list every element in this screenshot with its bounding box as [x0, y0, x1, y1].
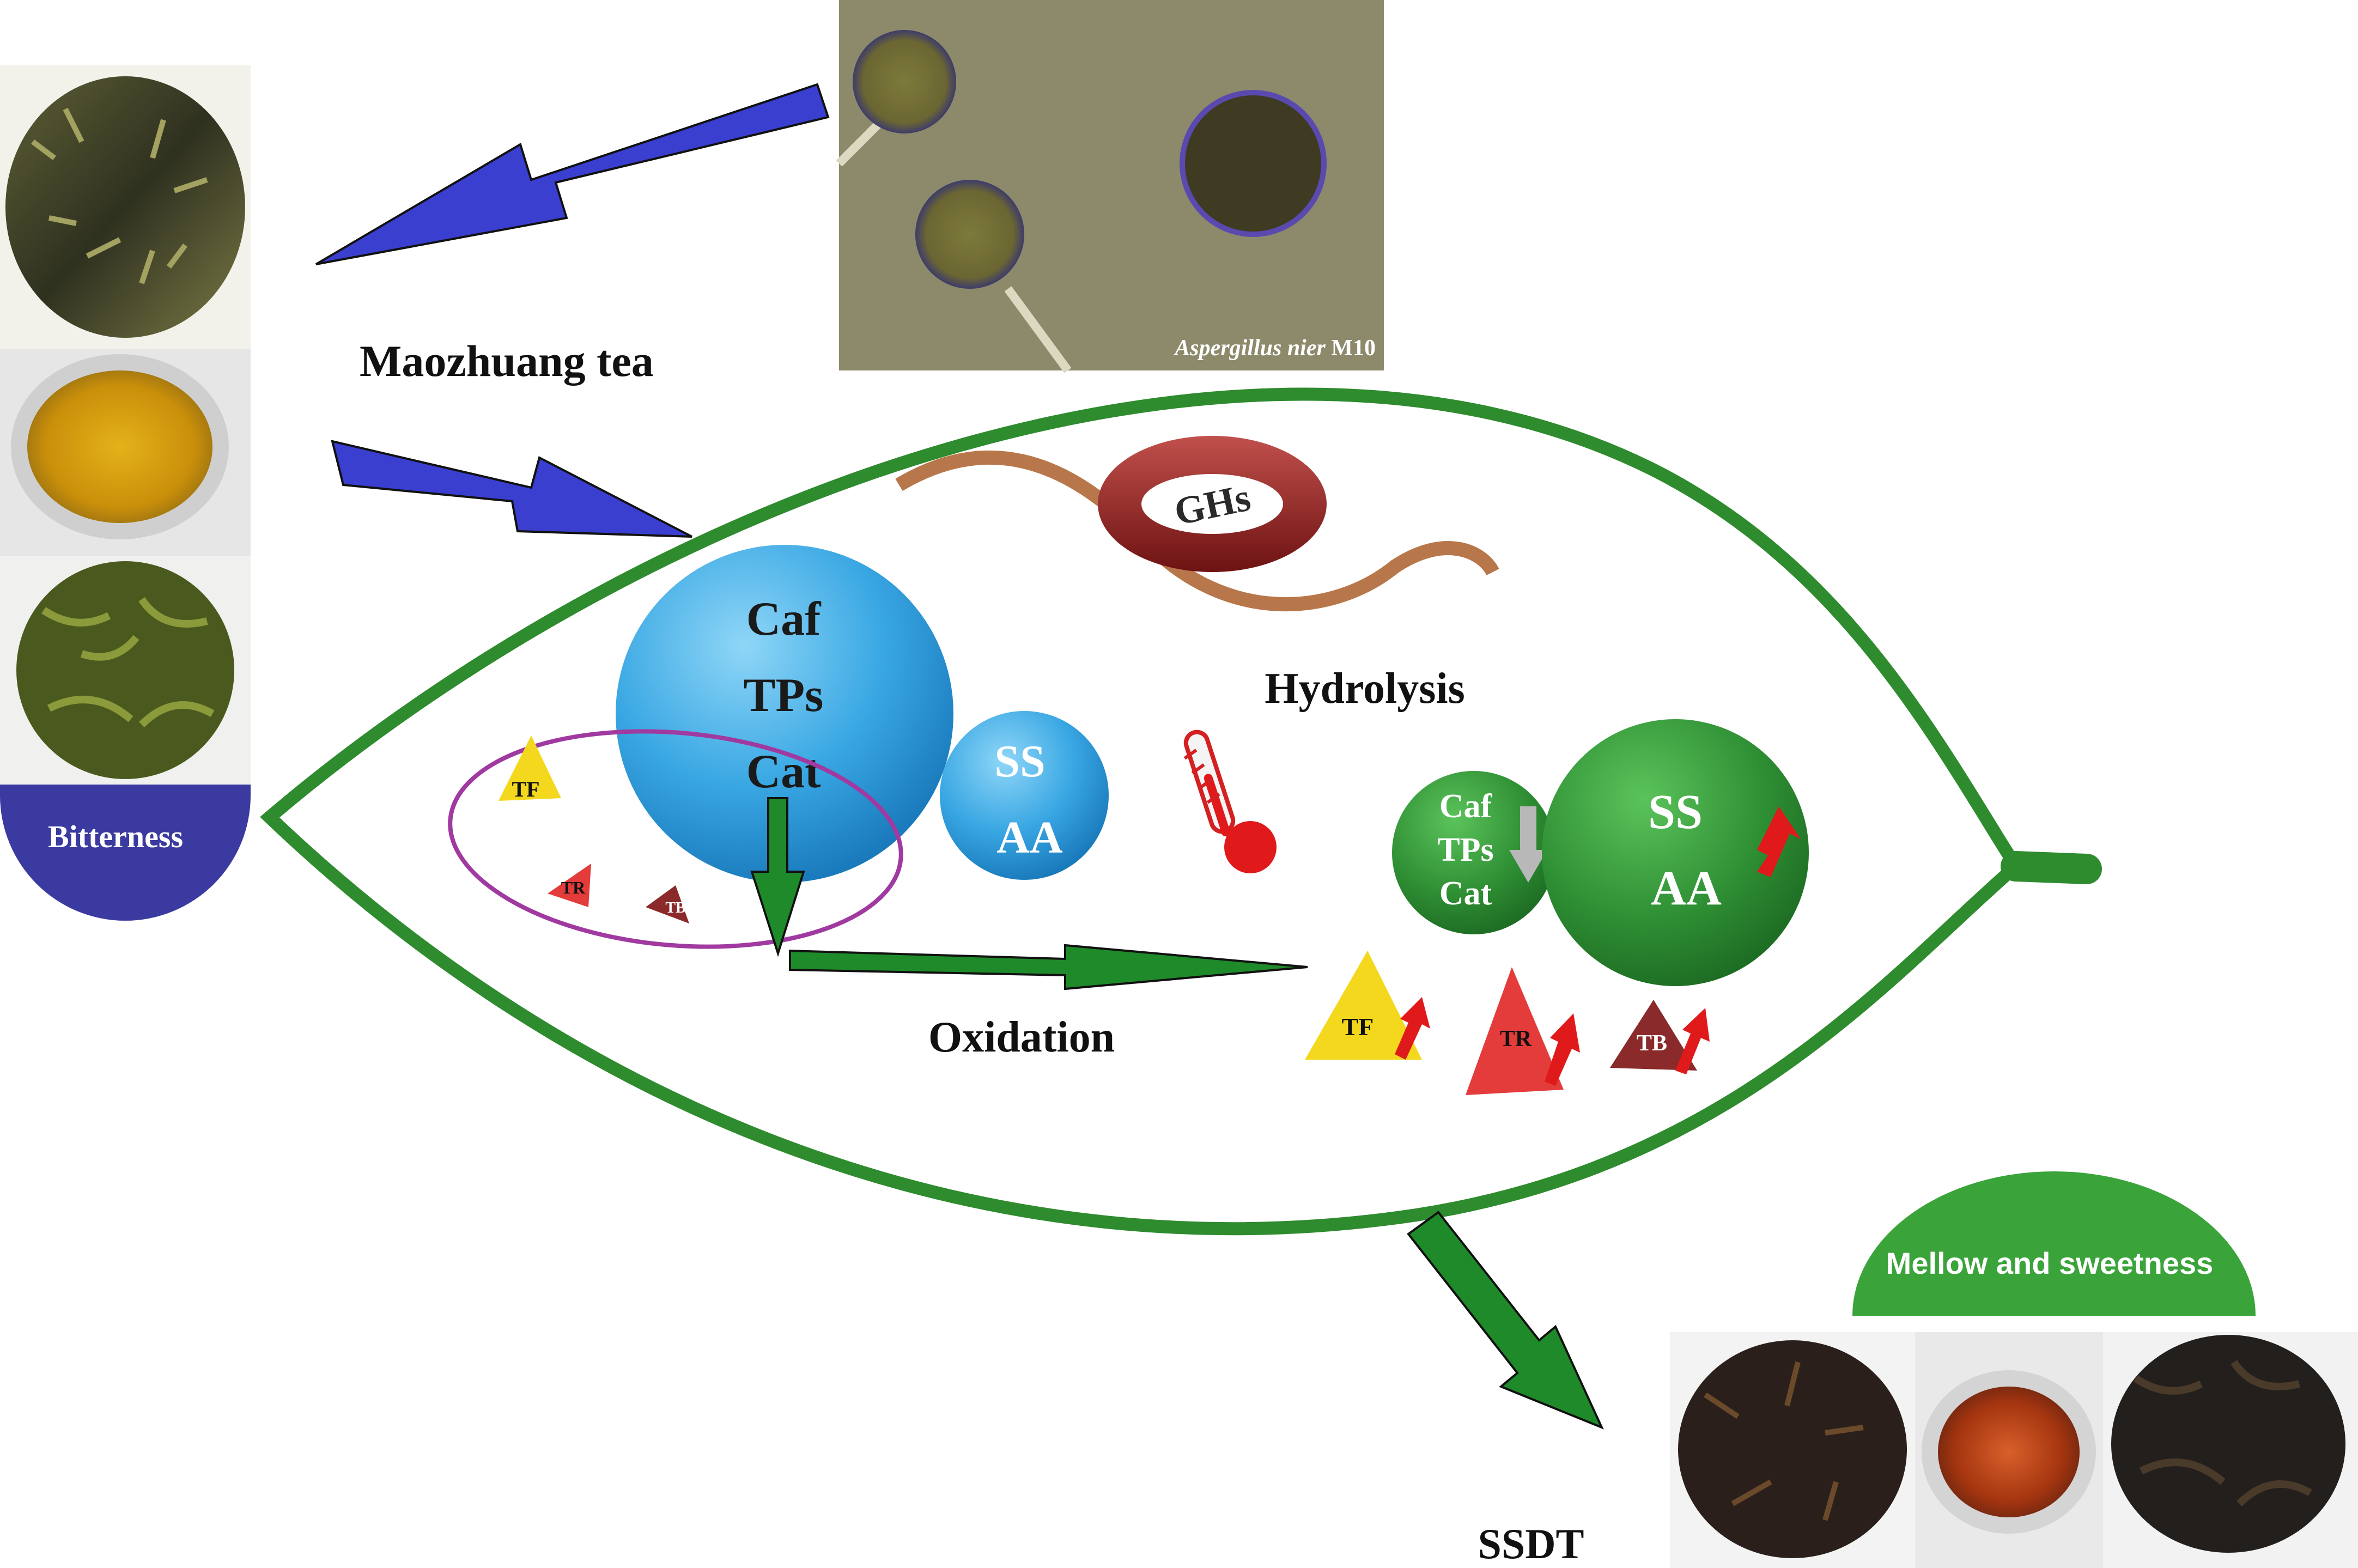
mellow-badge: Mellow and sweetness — [1852, 1171, 2256, 1316]
after-tb-marker: TB — [1610, 1000, 1710, 1074]
tf-increase-arrow-icon — [1395, 997, 1430, 1060]
decrease-arrow-icon — [1509, 806, 1547, 883]
before-tb-label: TB — [665, 900, 685, 916]
blue-arrow-from-aspergillus — [315, 83, 830, 265]
mellow-label: Mellow and sweetness — [1886, 1246, 2214, 1280]
after-tf-marker: TF — [1305, 951, 1430, 1060]
green-arrow-right — [789, 944, 1308, 990]
ssdt-label: SSDT — [1478, 1520, 1584, 1567]
aspergillus-strain: M10 — [1331, 336, 1376, 361]
aspergillus-caption: Aspergillus nier M10 — [1173, 336, 1376, 361]
after-large-line-1: SS — [1648, 785, 1703, 839]
ghs-enzyme-ring: GHs — [895, 436, 1499, 612]
before-tf-marker: TF — [499, 736, 561, 801]
after-large-line-2: AA — [1651, 861, 1722, 915]
ssdt-dry-leaves-photo — [1670, 1332, 1915, 1568]
before-tf-label: TF — [512, 777, 539, 801]
before-large-line-1: Caf — [746, 593, 822, 646]
before-tr-label: TR — [561, 878, 586, 897]
green-arrow-down — [750, 797, 805, 957]
green-arrow-to-ssdt — [1407, 1211, 1604, 1430]
before-tr-marker: TR — [548, 864, 591, 907]
hydrolysis-label: Hydrolysis — [1265, 665, 1465, 713]
thermometer-icon — [1183, 730, 1277, 873]
maozhuang-tea-cup-photo — [0, 349, 251, 556]
after-tf-label: TF — [1342, 1013, 1374, 1041]
after-large-sphere: SS AA — [1542, 719, 1809, 986]
blue-arrow-into-leaf — [331, 440, 692, 538]
after-small-sphere: Caf TPs Cat — [1392, 771, 1555, 934]
after-small-line-2: TPs — [1437, 831, 1493, 868]
before-small-sphere: SS AA — [940, 711, 1109, 880]
maozhuang-tea-label: Maozhuang tea — [360, 336, 654, 386]
before-small-line-1: SS — [994, 736, 1045, 787]
before-large-line-2: TPs — [744, 669, 824, 722]
tb-increase-arrow-icon — [1675, 1008, 1710, 1074]
maozhuang-infused-leaves-photo — [0, 556, 251, 785]
aspergillus-photo: Aspergillus nier M10 — [836, 0, 1384, 373]
oxidation-label: Oxidation — [928, 1013, 1115, 1061]
after-small-line-3: Cat — [1439, 875, 1492, 912]
after-tr-label: TR — [1500, 1026, 1532, 1052]
before-tb-marker: TB — [646, 885, 689, 923]
ssdt-infused-leaves-photo — [2103, 1332, 2358, 1568]
after-tr-marker: TR — [1466, 967, 1580, 1095]
ssdt-tea-cup-photo — [1915, 1332, 2103, 1568]
pigment-ellipse — [448, 729, 903, 949]
tr-increase-arrow-icon — [1545, 1013, 1580, 1086]
bitterness-badge: Bitterness — [0, 785, 251, 921]
maozhuang-dry-leaves-photo — [0, 65, 251, 349]
aspergillus-species: Aspergillus nier — [1173, 336, 1326, 361]
leaf-outline — [260, 387, 2102, 1236]
bitterness-label: Bitterness — [48, 819, 183, 854]
increase-arrow-icon — [1757, 806, 1801, 877]
after-tb-label: TB — [1637, 1031, 1667, 1056]
after-small-line-1: Caf — [1439, 788, 1493, 825]
before-small-line-2: AA — [996, 812, 1063, 863]
